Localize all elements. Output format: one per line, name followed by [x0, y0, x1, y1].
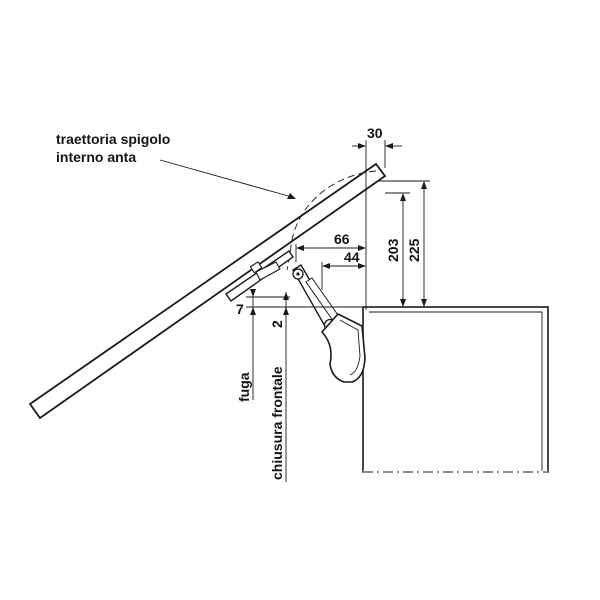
label-fuga: fuga	[236, 372, 252, 402]
callout-label-line2: interno anta	[56, 149, 136, 165]
dimension-label-30: 30	[367, 125, 383, 141]
dimension-66	[295, 244, 366, 262]
label-chiusura-frontale: chiusura frontale	[269, 366, 285, 480]
dimension-203	[400, 193, 406, 307]
gap-reference-lines	[246, 289, 290, 482]
door-panel	[28, 162, 387, 420]
dimension-30	[352, 140, 402, 310]
dimension-label-2: 2	[269, 320, 285, 328]
hinge-mechanism	[225, 250, 366, 383]
dimension-label-44: 44	[344, 249, 360, 265]
dimension-label-7: 7	[236, 301, 244, 317]
callout-label-line1: traettoria spigolo	[56, 131, 170, 147]
dimension-label-225: 225	[406, 238, 422, 262]
dimension-label-66: 66	[334, 231, 350, 247]
dimension-44	[321, 262, 366, 290]
dimension-225	[421, 181, 427, 307]
dimension-label-203: 203	[385, 238, 401, 262]
cabinet-body	[362, 306, 549, 474]
callout-leader	[159, 159, 296, 199]
